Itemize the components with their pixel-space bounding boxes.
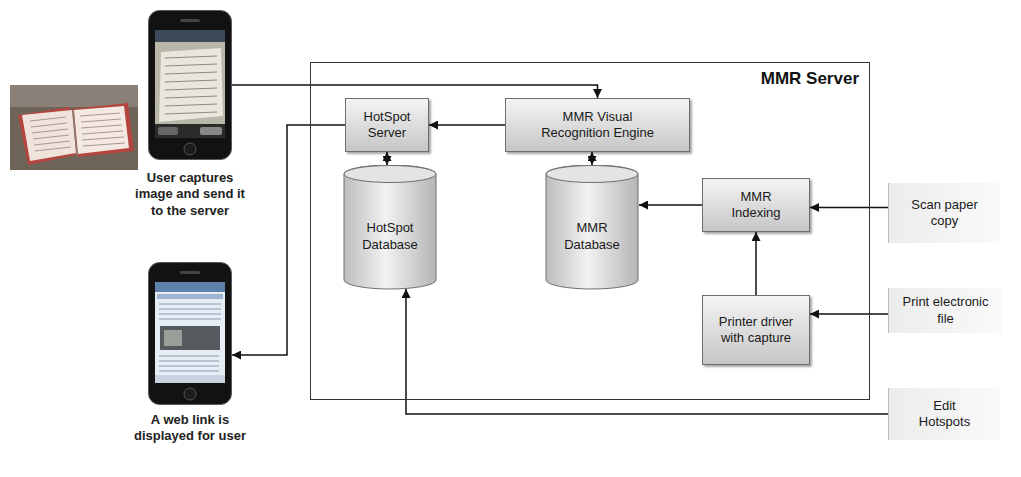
database-cylinder: MMR Database (545, 165, 639, 290)
connector-arrow (755, 232, 757, 295)
server-frame: MMR ServerHotSpot Server MMR Visual Recog… (310, 62, 870, 400)
process-box: Printer driver with capture (702, 295, 810, 365)
box-label: MMR Database (552, 220, 632, 253)
background (10, 85, 138, 107)
connector-arrow (406, 289, 888, 414)
table-ground (10, 85, 138, 170)
box-label: Edit Hotspots (910, 398, 980, 431)
phone-button (184, 143, 196, 155)
book-page (74, 106, 129, 154)
caption-text: A web link is displayed for user (128, 412, 252, 445)
box-label: Print electronic file (896, 294, 996, 327)
cylinder-body (344, 165, 436, 289)
box-label: MMR Indexing (720, 189, 792, 222)
phone-graphic (148, 10, 232, 160)
caption-text: User captures image and send it to the s… (128, 170, 252, 219)
book-cover (18, 107, 76, 165)
connector-arrow (232, 85, 598, 98)
process-box: MMR Indexing (702, 178, 810, 232)
connector-arrow (232, 125, 345, 355)
phone-body (149, 263, 232, 405)
phone-speaker (180, 271, 200, 274)
process-box: HotSpot Server (345, 98, 429, 152)
connector-arrow (810, 313, 888, 315)
print-lines (30, 113, 125, 151)
book-spine (73, 110, 77, 155)
cylinder-body (546, 165, 638, 289)
book-cover (72, 103, 134, 157)
frame-title: MMR Server (761, 68, 859, 89)
box-label: MMR Visual Recognition Engine (530, 109, 665, 142)
box-label: HotSpot Server (355, 109, 419, 142)
input-box: Scan paper copy (888, 183, 1000, 243)
phone-speaker (180, 19, 200, 22)
phone-graphic (148, 262, 232, 405)
book-photo (10, 85, 138, 170)
phone-node: User captures image and send it to the s… (148, 10, 232, 160)
cylinder-top (546, 166, 638, 183)
cylinder-top (344, 166, 436, 183)
box-label: Printer driver with capture (716, 314, 796, 347)
database-cylinder: HotSpot Database (343, 165, 437, 290)
connector-arrow (386, 152, 388, 165)
connector-arrow (591, 152, 593, 165)
book-page (22, 110, 76, 161)
phone-body (149, 11, 232, 160)
phone-button (184, 388, 196, 400)
phone-node: A web link is displayed for user (148, 262, 232, 405)
box-label: Scan paper copy (905, 197, 985, 230)
input-box: Edit Hotspots (888, 388, 1000, 440)
process-box: MMR Visual Recognition Engine (505, 98, 690, 152)
input-box: Print electronic file (888, 288, 1002, 333)
phone-screen (155, 282, 225, 383)
phone-screen (155, 30, 225, 138)
box-label: HotSpot Database (350, 220, 430, 253)
connector-arrow (810, 207, 888, 209)
connector-arrow (639, 204, 702, 206)
connector-arrow (429, 124, 505, 126)
